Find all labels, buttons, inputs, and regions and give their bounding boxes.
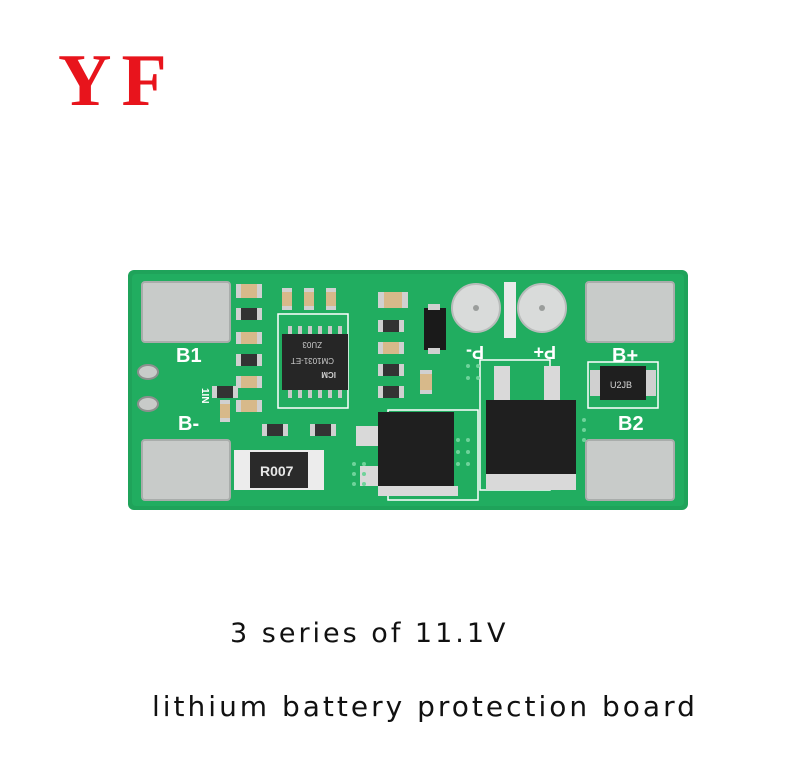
protection-ic: ZU03 CM1031-ET ICM [282, 326, 348, 398]
mosfet-right [486, 366, 576, 490]
label-p-minus: P- [466, 342, 484, 362]
pad-b-plus [585, 281, 675, 343]
pad-b-minus [141, 439, 231, 501]
pad-b1 [141, 281, 231, 343]
sense-resistor: R007 [234, 450, 324, 490]
caption-line-1: 3 series of 11.1V [230, 618, 509, 649]
yf-logo: YF [58, 40, 177, 122]
protection-board-photo: B1 B- B+ B2 P- P+ 1IN [128, 270, 688, 510]
svg-text:ZU03: ZU03 [302, 340, 322, 349]
label-b1: B1 [176, 345, 202, 367]
label-b-minus: B- [178, 413, 199, 435]
svg-text:CM1031-ET: CM1031-ET [291, 356, 334, 365]
svg-text:R007: R007 [260, 463, 294, 479]
mosfet-left [356, 412, 458, 496]
caption-line-2: lithium battery protection board [152, 690, 698, 723]
svg-text:ICM: ICM [321, 370, 336, 379]
pad-b2 [585, 439, 675, 501]
label-p-plus: P+ [533, 342, 556, 362]
label-1in: 1IN [199, 388, 210, 404]
label-b2: B2 [618, 413, 644, 435]
tvs-diode: U2JB [590, 366, 656, 400]
svg-text:U2JB: U2JB [610, 380, 632, 390]
label-b-plus: B+ [612, 345, 638, 367]
